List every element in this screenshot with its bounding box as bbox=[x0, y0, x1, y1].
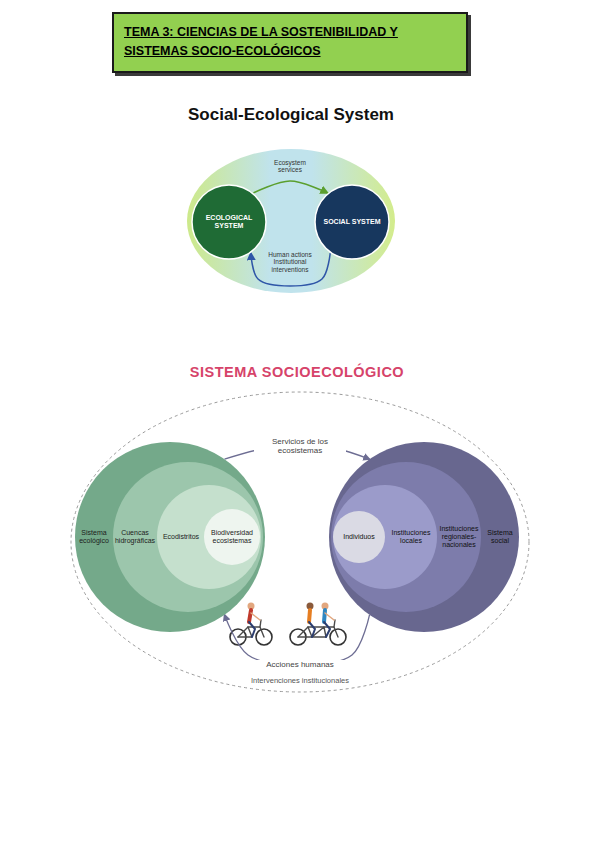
node-label: Biodiversidad ecosistemas bbox=[206, 529, 258, 545]
system-circle: Biodiversidad ecosistemas bbox=[204, 509, 260, 565]
bicycles bbox=[230, 603, 346, 646]
node-label: Individuos bbox=[336, 533, 382, 541]
arrow-note: Intervenciones institucionales bbox=[215, 677, 385, 686]
circle-fill bbox=[157, 485, 261, 589]
system-circle: Instituciones locales Individuos bbox=[333, 485, 437, 589]
node-label: Ecodistritos bbox=[158, 533, 204, 541]
system-circle: Sistema socialInstituciones regionales-n… bbox=[329, 442, 519, 632]
node-label: Instituciones regionales-nacionales bbox=[437, 525, 481, 548]
diagram-heading: Social-Ecological System bbox=[161, 105, 421, 125]
system-circle: Instituciones regionales-nacionalesInsti… bbox=[331, 462, 481, 612]
circle-fill bbox=[333, 511, 385, 563]
system-circle: SOCIAL SYSTEM bbox=[314, 184, 390, 260]
node-label: Sistema ecológico bbox=[77, 529, 112, 545]
circle-fill bbox=[192, 185, 266, 259]
circle-fill bbox=[113, 462, 263, 612]
circle-fill bbox=[204, 509, 260, 565]
circle-fill bbox=[331, 462, 481, 612]
system-circle: EcodistritosBiodiversidad ecosistemas bbox=[157, 485, 261, 589]
circle-fill bbox=[333, 485, 437, 589]
circle-fill bbox=[75, 442, 265, 632]
diagram-heading: SISTEMA SOCIOECOLÓGICO bbox=[167, 364, 427, 381]
flow-arrow bbox=[224, 615, 369, 665]
node-label: Instituciones locales bbox=[387, 529, 435, 545]
node-label: ECOLOGICAL SYSTEM bbox=[199, 214, 259, 230]
system-circle: Sistema ecológicoCuencas hidrográficasEc… bbox=[75, 442, 265, 632]
system-circle: Cuencas hidrográficasEcodistritosBiodive… bbox=[113, 462, 263, 612]
node-label: Sistema social bbox=[483, 529, 518, 545]
system-circle: ECOLOGICAL SYSTEM bbox=[191, 184, 267, 260]
title-box: TEMA 3: CIENCIAS DE LA SOSTENIBILIDAD Y … bbox=[112, 12, 468, 73]
circle-fill bbox=[329, 442, 519, 632]
system-ellipse bbox=[71, 392, 529, 692]
flow-arrow bbox=[253, 181, 327, 193]
system-circle: Individuos bbox=[333, 511, 385, 563]
node-label: SOCIAL SYSTEM bbox=[322, 218, 382, 226]
edge-label: Acciones humanas bbox=[250, 660, 350, 669]
title-text: TEMA 3: CIENCIAS DE LA SOSTENIBILIDAD Y … bbox=[124, 23, 456, 62]
edge-label: Human actions Institutional intervention… bbox=[262, 251, 318, 273]
edge-label: Servicios de los ecosistemas bbox=[254, 437, 346, 455]
edge-label: Ecosystem services bbox=[268, 159, 312, 174]
system-ellipse bbox=[187, 149, 395, 293]
node-label: Cuencas hidrográficas bbox=[113, 529, 157, 545]
circle-fill bbox=[315, 185, 389, 259]
